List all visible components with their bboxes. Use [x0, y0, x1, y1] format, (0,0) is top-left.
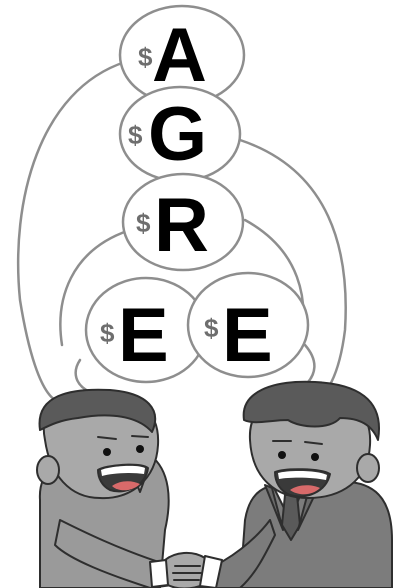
- left-person: [36, 388, 173, 588]
- dollar-sign: $: [128, 120, 143, 150]
- right-hair: [242, 380, 381, 441]
- dollar-sign: $: [138, 42, 153, 72]
- connector-threads: [16, 60, 347, 402]
- bubble-letter: A: [152, 13, 207, 98]
- bubble-e-right: $ E: [186, 271, 310, 379]
- handshake-icon: [149, 552, 223, 588]
- right-person: [197, 380, 393, 588]
- bubble-r: $ R: [121, 172, 245, 272]
- dollar-sign: $: [204, 313, 219, 343]
- bubble-letter: E: [222, 293, 273, 378]
- bubble-letter: R: [154, 183, 209, 268]
- bubble-letter: E: [118, 293, 169, 378]
- bubble-letter: G: [148, 92, 207, 177]
- dollar-sign: $: [136, 208, 151, 238]
- left-hair: [38, 388, 157, 433]
- bubble-g: $ G: [118, 85, 242, 183]
- dollar-sign: $: [100, 318, 115, 348]
- bubble-a: $ A: [118, 4, 246, 106]
